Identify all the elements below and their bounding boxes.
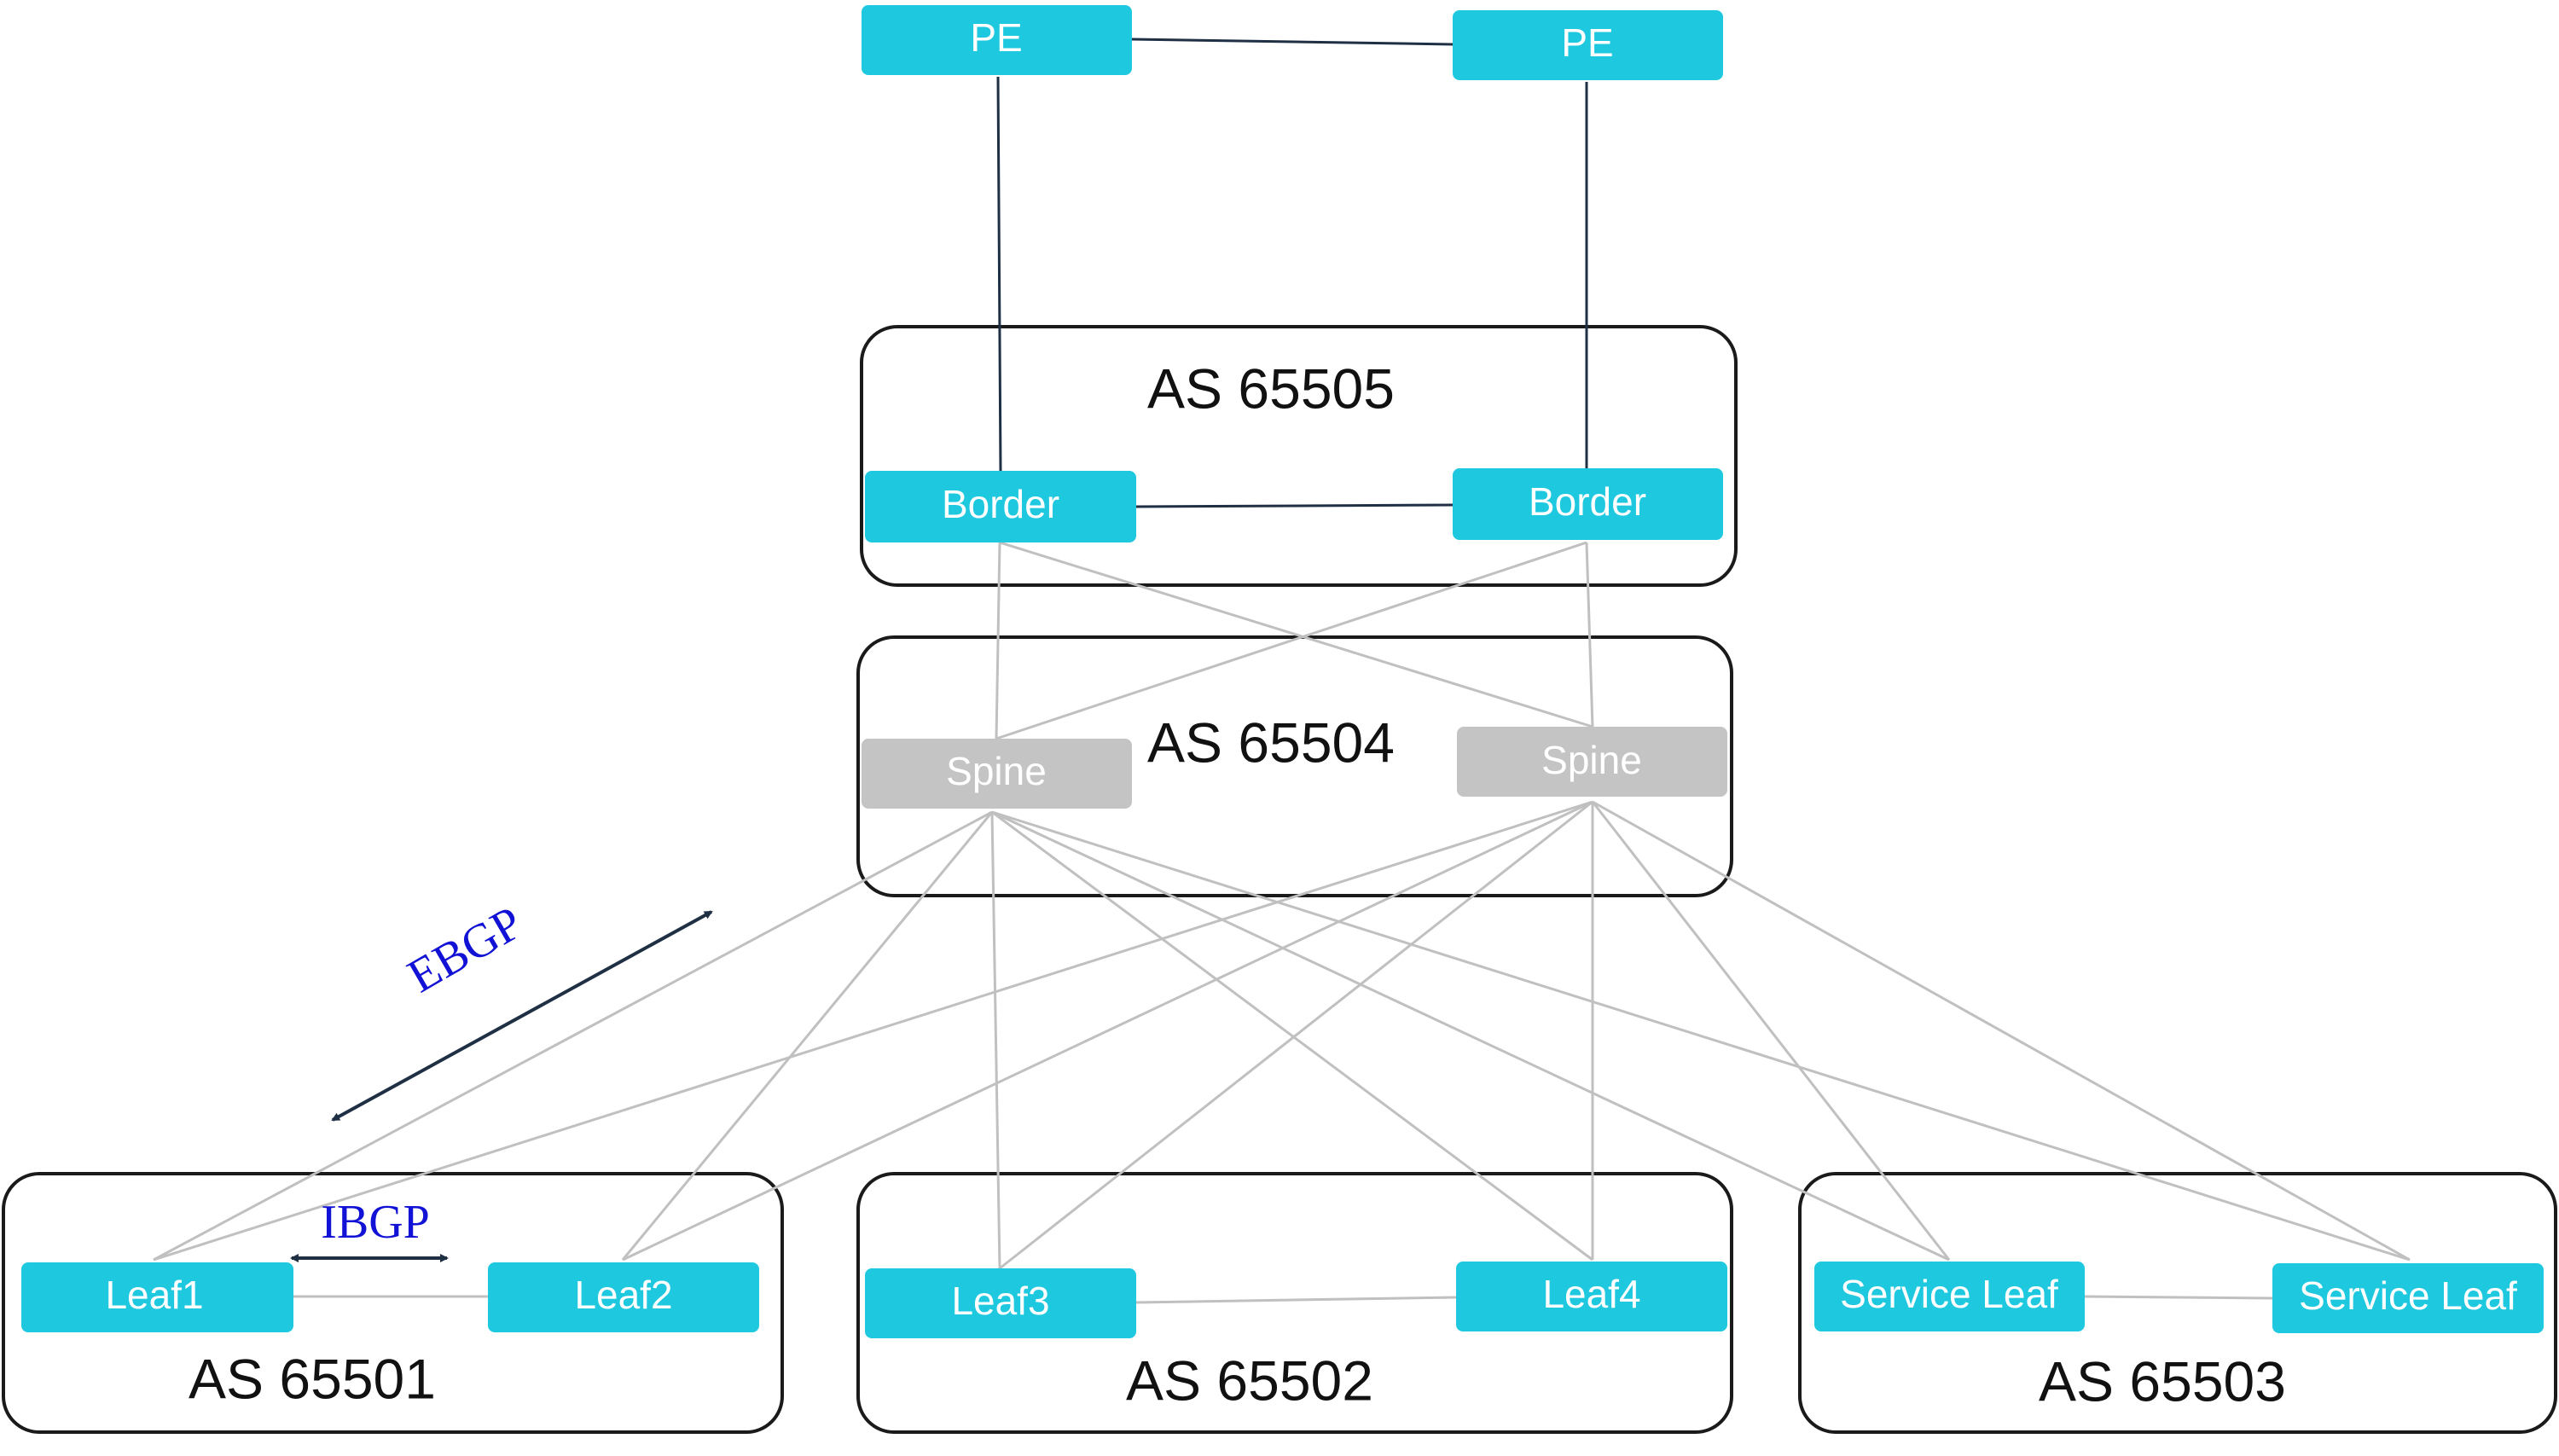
link-border-left-spine-right	[999, 541, 1593, 728]
service-leaf-left-label: Service Leaf	[1840, 1272, 2058, 1316]
as-65504-label: AS 65504	[1147, 711, 1395, 774]
pe-left-node[interactable]: PE	[862, 5, 1132, 75]
link-border-right-spine-left	[995, 541, 1587, 740]
as-65501-group	[2, 1172, 784, 1434]
as-65503-group	[1798, 1172, 2557, 1434]
link-spine-left-leaf4	[991, 810, 1593, 1262]
link-spine-right-leaf1	[153, 800, 1593, 1262]
as-65505-label: AS 65505	[1147, 357, 1395, 420]
border-left-label: Border	[942, 482, 1059, 526]
service-leaf-left-node[interactable]: Service Leaf	[1814, 1262, 2085, 1331]
leaf2-label: Leaf2	[574, 1273, 672, 1317]
border-right-node[interactable]: Border	[1453, 468, 1723, 540]
as-65501-label: AS 65501	[189, 1347, 436, 1410]
fabric-links	[153, 541, 2411, 1304]
ibgp-label: IBGP	[321, 1196, 430, 1249]
link-border-right-spine-right	[1585, 542, 1594, 728]
link-spine-left-service-left	[991, 810, 1950, 1262]
link-pe-pe	[1131, 38, 1454, 46]
link-pe-left-border-left	[996, 76, 1002, 472]
leaf2-node[interactable]: Leaf2	[488, 1262, 759, 1332]
leaf1-node[interactable]: Leaf1	[21, 1262, 293, 1332]
link-spine-left-service-right	[991, 810, 2411, 1262]
as-65505-group	[860, 325, 1738, 587]
leaf3-label: Leaf3	[951, 1279, 1049, 1323]
leaf4-node[interactable]: Leaf4	[1456, 1262, 1727, 1331]
spine-right-label: Spine	[1541, 738, 1642, 782]
dark-links	[996, 38, 1588, 508]
service-leaf-right-label: Service Leaf	[2299, 1273, 2517, 1318]
link-spine-left-leaf3	[990, 811, 1001, 1269]
link-spine-right-service-right	[1592, 800, 2411, 1262]
pe-right-node[interactable]: PE	[1453, 10, 1723, 80]
service-leaf-right-node[interactable]: Service Leaf	[2272, 1263, 2544, 1333]
link-border-border	[1135, 503, 1454, 508]
spine-left-node[interactable]: Spine	[862, 739, 1132, 809]
link-spine-right-leaf2	[622, 800, 1593, 1262]
ebgp-label: EBGP	[399, 896, 531, 1003]
as-65502-group	[856, 1172, 1733, 1434]
spine-left-label: Spine	[946, 749, 1047, 793]
pe-left-label: PE	[970, 15, 1022, 60]
link-border-left-spine-left	[995, 542, 1001, 740]
border-right-label: Border	[1529, 479, 1646, 524]
link-leaf3-leaf4	[1135, 1296, 1457, 1304]
pe-right-label: PE	[1561, 20, 1613, 65]
as-65502-label: AS 65502	[1126, 1349, 1373, 1412]
ebgp-arrow	[331, 910, 713, 1122]
as-65503-label: AS 65503	[2039, 1349, 2286, 1412]
spine-right-node[interactable]: Spine	[1457, 727, 1727, 797]
border-left-node[interactable]: Border	[865, 471, 1136, 542]
link-service-service	[2084, 1295, 2273, 1300]
leaf1-label: Leaf1	[105, 1273, 203, 1317]
link-spine-right-service-left	[1591, 801, 1951, 1261]
link-spine-left-leaf1	[153, 810, 993, 1262]
link-spine-right-leaf3	[999, 800, 1593, 1270]
link-spine-left-leaf2	[621, 811, 994, 1261]
leaf4-label: Leaf4	[1542, 1272, 1640, 1316]
leaf3-node[interactable]: Leaf3	[865, 1268, 1136, 1338]
